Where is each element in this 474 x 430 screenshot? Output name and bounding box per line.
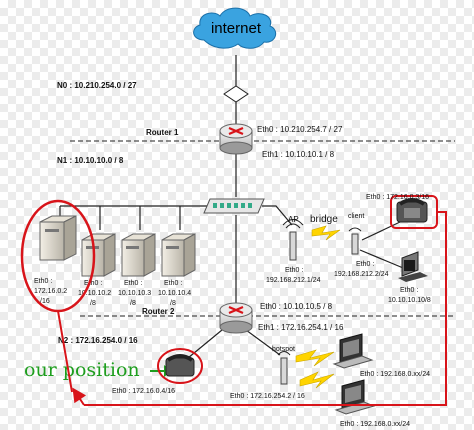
client-eth: Eth0 : [356,261,374,268]
laptop-1-icon [332,333,374,369]
highlight-phone-bottom [157,348,203,384]
server-4-mask: /8 [170,300,176,307]
laptop-2-label: Eth0 : 192.168.0.xx/24 [340,421,410,428]
server-1-ip: 172.16.0.2 [34,288,67,295]
pc-right-ip: 10.10.10.10/8 [388,297,431,304]
router1-icon [219,123,253,155]
internet-label: internet [211,20,262,37]
wire-router2-hotspot [245,329,281,356]
internet-cloud-icon [193,7,277,49]
wire-client-phone [361,221,401,241]
server-3-ip: 10.10.10.3 [118,290,151,297]
desktop-pc-icon [398,251,428,282]
wire-client-pc [359,249,409,271]
red-link-path [57,211,447,406]
router2-eth0: Eth0 : 10.10.10.5 / 8 [260,302,333,311]
server-1-icon [39,215,77,261]
laptop-1-label: Eth0 : 192.168.0.xx/24 [360,371,430,378]
server-2-mask: /8 [90,300,96,307]
server-4-labels: Eth0 : 10.10.10.4 /8 [158,280,191,307]
server-2-ip: 10.10.10.2 [78,290,111,297]
n0-label: N0 : 10.210.254.0 / 27 [57,81,137,90]
access-point-icon [282,219,304,261]
ap-name: AP [288,215,299,224]
bridge-label: bridge [310,214,338,225]
server-3-mask: /8 [130,300,136,307]
router2-eth1: Eth1 : 172.16.254.1 / 16 [258,323,344,332]
wire-router2-phone [187,329,223,359]
router1-eth1: Eth1 : 10.10.10.1 / 8 [262,150,335,159]
hotspot-name: hotspot [272,346,295,353]
server-4-eth: Eth0 : [164,280,182,287]
router1-name: Router 1 [146,128,179,137]
hotspot-antenna-icon [277,351,291,385]
router2-icon [219,302,253,334]
switch-icon [203,198,265,214]
wifi-lightning-icon [295,349,335,389]
phone-bottom-icon [165,354,195,377]
server-1-labels: Eth0 : 172.16.0.2 /16 [34,278,67,305]
hotspot-eth: Eth0 : 172.16.254.2 / 16 [230,393,305,400]
bridge-lightning-icon [311,225,341,241]
router1-eth0: Eth0 : 10.210.254.7 / 27 [257,125,343,134]
ap-eth: Eth0 : [285,267,303,274]
laptop-2-icon [334,379,376,415]
server-4-icon [161,233,196,277]
server-2-labels: Eth0 : 10.10.10.2 /8 [78,280,111,307]
bottom-phone-label: Eth0 : 172.16.0.4/16 [112,388,175,395]
wire-switch-ap [262,205,293,226]
our-position-label: our position [24,359,140,381]
server-1-eth: Eth0 : [34,278,52,285]
server-3-icon [121,233,156,277]
modem-icon [223,85,249,103]
server-4-ip: 10.10.10.4 [158,290,191,297]
server-1-mask: /16 [40,298,50,305]
pc-right-eth: Eth0 : [400,287,418,294]
router2-name: Router 2 [142,307,175,316]
server-2-eth: Eth0 : [84,280,102,287]
client-name: client [348,213,364,220]
server-2-icon [81,233,116,277]
n2-label: N2 : 172.16.254.0 / 16 [58,336,138,345]
phone-icon [396,198,428,223]
server-3-eth: Eth0 : [124,280,142,287]
n1-label: N1 : 10.10.10.0 / 8 [57,156,124,165]
ap-ip: 192.168.212.1/24 [266,277,321,284]
client-antenna-icon [348,227,362,255]
client-ip: 192.168.212.2/24 [334,271,389,278]
top-phone-label: Eth0 : 172.16.0.3/16 [366,194,429,201]
server-3-labels: Eth0 : 10.10.10.3 /8 [118,280,151,307]
